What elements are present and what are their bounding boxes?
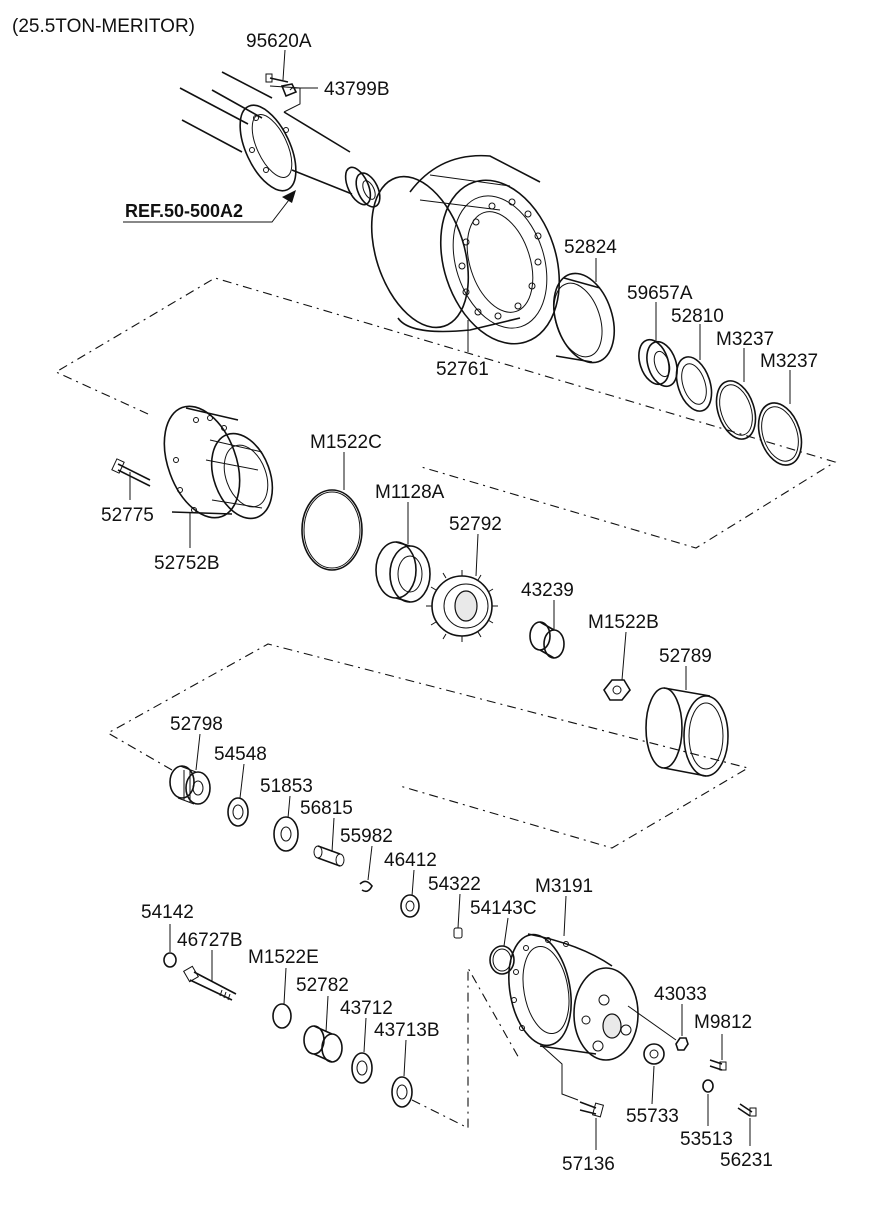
part-M9812-screw[interactable] bbox=[709, 1059, 727, 1071]
housing-bolt-leader bbox=[541, 1045, 579, 1101]
part-46727B-bolt[interactable] bbox=[182, 965, 237, 1001]
label-46727B[interactable]: 46727B bbox=[177, 930, 243, 951]
label-43239[interactable]: 43239 bbox=[521, 580, 574, 601]
housing-axis-lines bbox=[627, 1005, 677, 1041]
label-55982[interactable]: 55982 bbox=[340, 826, 393, 847]
label-56815[interactable]: 56815 bbox=[300, 798, 353, 819]
label-51853[interactable]: 51853 bbox=[260, 776, 313, 797]
label-43033[interactable]: 43033 bbox=[654, 984, 707, 1005]
part-52824-seal[interactable] bbox=[543, 266, 625, 371]
group-outline-1 bbox=[54, 277, 837, 549]
part-labels: 95620A 43799B 52761 52824 59657A 52810 M… bbox=[101, 31, 818, 1175]
part-54322-pin[interactable] bbox=[453, 927, 463, 939]
part-M1522E-o-ring[interactable] bbox=[272, 1003, 292, 1029]
label-54548[interactable]: 54548 bbox=[214, 744, 267, 765]
label-M9812[interactable]: M9812 bbox=[694, 1012, 752, 1033]
part-52798-planet-gear[interactable] bbox=[169, 765, 211, 805]
label-M1128A[interactable]: M1128A bbox=[375, 482, 445, 503]
group-outline-2 bbox=[106, 643, 750, 849]
label-52775[interactable]: 52775 bbox=[101, 505, 154, 526]
part-55982-clip[interactable] bbox=[359, 880, 373, 893]
part-52810-bearing-cup[interactable] bbox=[670, 352, 718, 415]
part-43712-washer[interactable] bbox=[351, 1052, 373, 1084]
part-51853-thrust-washer[interactable] bbox=[273, 816, 299, 852]
label-54143C[interactable]: 54143C bbox=[470, 898, 537, 919]
part-M1128A-bearing[interactable] bbox=[375, 541, 431, 603]
part-M3237-ring-a[interactable] bbox=[710, 376, 763, 444]
label-52798[interactable]: 52798 bbox=[170, 714, 223, 735]
part-M1522C-o-ring[interactable] bbox=[301, 489, 363, 571]
reference-label[interactable]: REF.50-500A2 bbox=[125, 201, 243, 221]
part-52792-gear[interactable] bbox=[426, 570, 498, 642]
label-M1522E[interactable]: M1522E bbox=[248, 947, 319, 968]
part-59657A-bearing-cone[interactable] bbox=[634, 336, 683, 390]
label-52824[interactable]: 52824 bbox=[564, 237, 617, 258]
label-54142[interactable]: 54142 bbox=[141, 902, 194, 923]
reference-callout[interactable]: REF.50-500A2 bbox=[123, 190, 296, 223]
part-52752B-wheel-hub[interactable] bbox=[150, 396, 283, 528]
label-52810[interactable]: 52810 bbox=[671, 306, 724, 327]
label-52789[interactable]: 52789 bbox=[659, 646, 712, 667]
label-57136[interactable]: 57136 bbox=[562, 1154, 615, 1175]
part-M1522B-nut[interactable] bbox=[603, 679, 631, 701]
label-52752B[interactable]: 52752B bbox=[154, 553, 220, 574]
part-M3191-planetary-housing[interactable] bbox=[501, 930, 639, 1061]
axle-housing bbox=[179, 71, 381, 208]
label-M3237-a[interactable]: M3237 bbox=[716, 329, 774, 350]
label-43799B[interactable]: 43799B bbox=[324, 79, 390, 100]
label-52761[interactable]: 52761 bbox=[436, 359, 489, 380]
part-43799B-clip[interactable] bbox=[280, 83, 298, 98]
label-M3237-b[interactable]: M3237 bbox=[760, 351, 818, 372]
label-52792[interactable]: 52792 bbox=[449, 514, 502, 535]
part-53513-plug[interactable] bbox=[702, 1079, 714, 1093]
part-57136-bolt[interactable] bbox=[579, 1101, 605, 1118]
part-52789-sleeve[interactable] bbox=[645, 687, 729, 777]
part-46412-washer[interactable] bbox=[400, 894, 420, 918]
label-54322[interactable]: 54322 bbox=[428, 874, 481, 895]
label-52782[interactable]: 52782 bbox=[296, 975, 349, 996]
label-59657A[interactable]: 59657A bbox=[627, 283, 693, 304]
part-54142-snap-ring[interactable] bbox=[163, 952, 177, 968]
part-54548-washer[interactable] bbox=[227, 797, 249, 827]
part-43033-plug[interactable] bbox=[675, 1037, 689, 1051]
part-56231-screw[interactable] bbox=[737, 1103, 757, 1117]
part-55733-lock-gear[interactable] bbox=[643, 1043, 665, 1065]
label-56231[interactable]: 56231 bbox=[720, 1150, 773, 1171]
label-46412[interactable]: 46412 bbox=[384, 850, 437, 871]
label-43713B[interactable]: 43713B bbox=[374, 1020, 440, 1041]
part-52775-stud[interactable] bbox=[111, 458, 151, 487]
part-52761-brake-drum[interactable] bbox=[354, 154, 579, 360]
diagram-title: (25.5TON-MERITOR) bbox=[12, 16, 195, 37]
label-95620A[interactable]: 95620A bbox=[246, 31, 312, 52]
part-43713B-washer[interactable] bbox=[391, 1076, 413, 1108]
label-M3191[interactable]: M3191 bbox=[535, 876, 593, 897]
part-M3237-ring-b[interactable] bbox=[751, 397, 809, 470]
part-95620A-bolt[interactable] bbox=[265, 73, 289, 83]
part-56815-pin[interactable] bbox=[313, 845, 345, 867]
label-M1522C[interactable]: M1522C bbox=[310, 432, 382, 453]
label-53513[interactable]: 53513 bbox=[680, 1129, 733, 1150]
label-M1522B[interactable]: M1522B bbox=[588, 612, 659, 633]
part-43239-bushing[interactable] bbox=[529, 621, 565, 659]
label-55733[interactable]: 55733 bbox=[626, 1106, 679, 1127]
group-outline-3 bbox=[411, 965, 521, 1129]
leader-lines bbox=[129, 49, 791, 1150]
drum-bolt-holes bbox=[458, 198, 542, 320]
label-43712[interactable]: 43712 bbox=[340, 998, 393, 1019]
part-52782-bushing[interactable] bbox=[303, 1025, 343, 1063]
